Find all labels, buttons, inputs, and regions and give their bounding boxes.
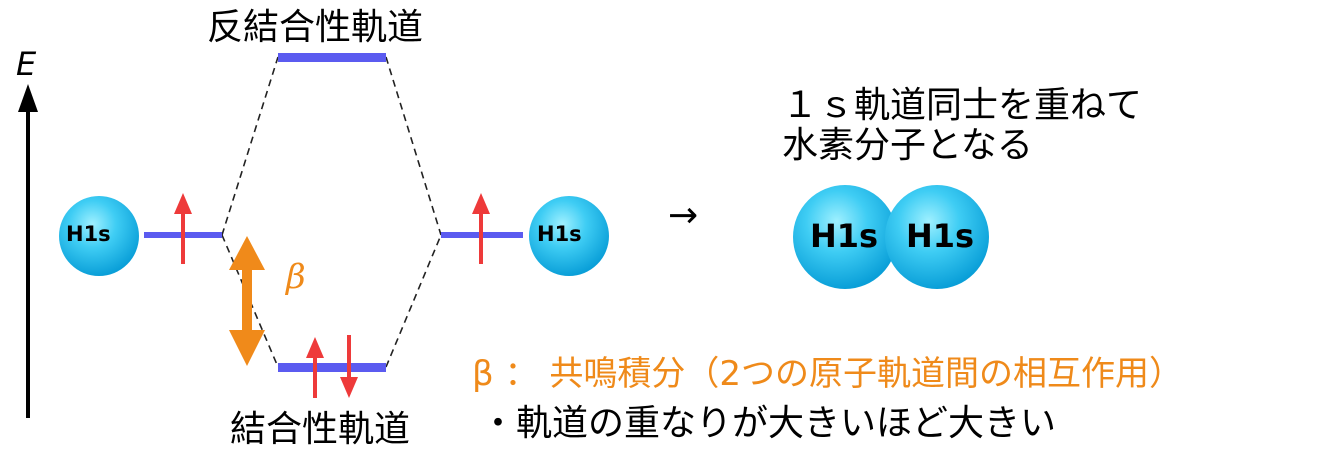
- bonding-level: [278, 363, 386, 372]
- right-atom-sphere: [529, 196, 609, 276]
- explanation-line-1: １ｓ軌道同士を重ねて: [782, 85, 1143, 126]
- right-atom-label: H1s: [537, 222, 582, 246]
- antibonding-level: [278, 53, 386, 62]
- beta-double-arrow: [229, 236, 265, 366]
- bonding-spin-up-arrow: [306, 337, 324, 398]
- beta-symbol: β: [286, 257, 306, 297]
- molecule-atom-left-label: H1s: [810, 217, 879, 255]
- left-spin-up-arrow: [174, 193, 192, 264]
- right-spin-up-arrow: [472, 193, 490, 264]
- correlation-lines: [221, 56, 442, 368]
- reaction-arrow: →: [668, 195, 699, 236]
- energy-axis: [18, 84, 38, 418]
- beta-definition: β ： 共鳴積分（2つの原子軌道間の相互作用）: [472, 354, 1183, 394]
- left-atom-sphere: [59, 196, 139, 276]
- energy-axis-label: E: [16, 45, 37, 83]
- left-atom-label: H1s: [66, 222, 111, 246]
- bonding-orbital-label: 結合性軌道: [230, 409, 411, 450]
- overlap-note: ・軌道の重なりが大きいほど大きい: [480, 403, 1057, 444]
- molecule-atom-right-label: H1s: [906, 217, 975, 255]
- antibonding-orbital-label: 反結合性軌道: [207, 7, 424, 48]
- molecule-sphere-left: [793, 185, 897, 289]
- bonding-spin-down-arrow: [340, 335, 358, 398]
- molecule-sphere-right: [885, 185, 989, 289]
- explanation-line-2: 水素分子となる: [782, 125, 1033, 166]
